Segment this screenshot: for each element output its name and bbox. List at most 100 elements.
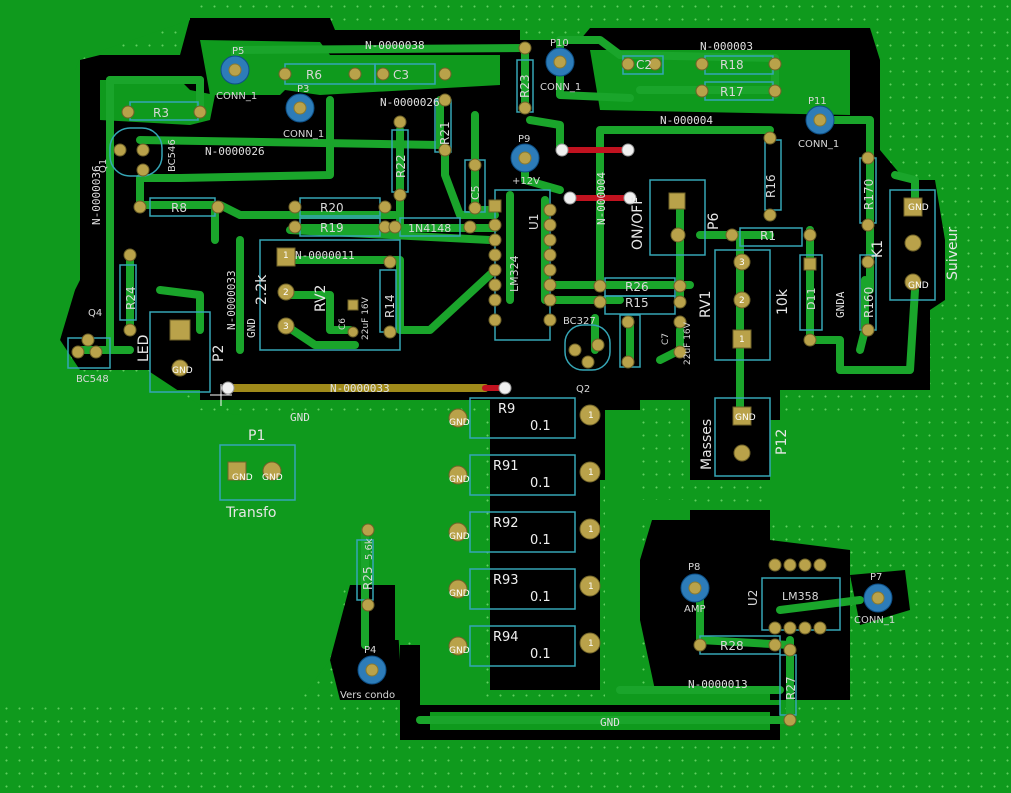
ref-p5-value: CONN_1 — [216, 91, 257, 102]
copper-fills — [0, 0, 900, 730]
ref-p1: P1 — [248, 428, 265, 444]
ref-d11: D11 — [805, 288, 818, 310]
ref-p7-value: CONN_1 — [854, 615, 895, 626]
net-label: N-0000033 — [330, 382, 390, 395]
pad-label: GND — [735, 413, 756, 423]
pad-labels: GND GND GND GND GND GND GND GND GND GND … — [172, 203, 929, 656]
ref-q1: Q1 — [98, 159, 109, 173]
pads — [71, 41, 923, 727]
ref-u1: U1 — [527, 214, 541, 230]
ref-c7-value: 22uF 16V — [683, 321, 693, 365]
net-labels: N-0000038 N-000003 N-0000026 N-0000026 N… — [90, 39, 847, 729]
ref-r26: R26 — [625, 280, 649, 294]
ref-c7: C7 — [661, 333, 671, 345]
pad-label: 1 — [588, 525, 594, 535]
pad-label: 3 — [283, 322, 289, 332]
ref-rv1-value: 10k — [775, 288, 791, 315]
ref-r8: R8 — [171, 201, 187, 215]
pad-label: 1 — [739, 335, 745, 345]
ref-masses: Masses — [699, 419, 715, 470]
pad-label: GND — [449, 418, 470, 428]
ref-p10: P10 — [550, 38, 569, 49]
net-label: N-0000013 — [688, 678, 748, 691]
net-label: N-000004 — [595, 172, 608, 225]
ref-bc548: BC548 — [76, 374, 109, 385]
pad-label: GND — [172, 366, 193, 376]
ref-c3: C3 — [393, 68, 409, 82]
ref-r27: R27 — [784, 676, 798, 700]
pad-label: GND — [908, 203, 929, 213]
ref-r160: R160 — [862, 287, 876, 318]
ref-r170: R170 — [862, 179, 876, 210]
ref-p8-value: AMP — [684, 604, 706, 615]
ref-r6: R6 — [306, 68, 322, 82]
pad-label: 1 — [588, 468, 594, 478]
ref-p4-value: Vers condo — [340, 690, 395, 701]
ref-q4: Q4 — [88, 308, 102, 319]
pad-label: 2 — [739, 296, 745, 306]
ref-p11-value: CONN_1 — [798, 139, 839, 150]
ref-k1: K1 — [870, 240, 886, 258]
ref-r20: R20 — [320, 201, 344, 215]
ref-r17: R17 — [720, 85, 744, 99]
ref-r93-value: 0.1 — [530, 590, 551, 605]
ref-p3-value: CONN_1 — [283, 129, 324, 140]
ref-r91: R91 — [493, 459, 519, 474]
ref-p10-value: CONN_1 — [540, 82, 581, 93]
ref-led: LED — [136, 335, 152, 362]
ref-r9-value: 0.1 — [530, 419, 551, 434]
resistor-bank — [469, 397, 576, 667]
ref-r18: R18 — [720, 58, 744, 72]
net-label: N-0000033 — [225, 270, 238, 330]
ref-r14: R14 — [383, 294, 397, 318]
ref-p9: P9 — [518, 134, 530, 145]
pad-label: 1 — [588, 582, 594, 592]
pad-label: GND — [449, 475, 470, 485]
net-label: GND — [245, 318, 258, 338]
net-label: GND — [290, 411, 310, 424]
pad-label: GND — [908, 281, 929, 291]
ref-r15: R15 — [625, 296, 649, 310]
ref-p5: P5 — [232, 46, 244, 57]
ref-p3: P3 — [297, 84, 309, 95]
ref-rv2: RV2 — [313, 285, 329, 312]
ref-r28: R28 — [720, 639, 744, 653]
net-label: N-000003 — [700, 40, 753, 53]
ref-c2: C2 — [636, 58, 652, 72]
ref-p2: P2 — [211, 345, 227, 362]
pad-label: 3 — [739, 258, 745, 268]
ref-c6-value: 22uF 16V — [361, 296, 371, 340]
pad-label: 1 — [588, 411, 594, 421]
net-label: N-000004 — [660, 114, 713, 127]
ref-c5: C5 — [469, 185, 482, 200]
pad-label: GND — [449, 646, 470, 656]
pad-label: 1 — [283, 251, 289, 261]
net-label: N-0000036 — [90, 165, 103, 225]
ref-p6: P6 — [706, 213, 722, 230]
ref-p8: P8 — [688, 562, 700, 573]
pad-label: 1 — [588, 639, 594, 649]
cursor-crosshair — [210, 384, 232, 406]
ref-r3: R3 — [153, 106, 169, 120]
ref-lm358: LM358 — [782, 590, 819, 603]
ref-rv2-value: 2.2k — [254, 274, 270, 305]
net-label: GNDA — [834, 291, 847, 318]
net-label: N-0000026 — [205, 145, 265, 158]
ref-d-1n4148: 1N4148 — [408, 222, 451, 235]
net-label: N-0000011 — [295, 249, 355, 262]
ref-r1: R1 — [760, 229, 776, 243]
ref-p7: P7 — [870, 572, 882, 583]
ref-lm324: LM324 — [508, 255, 521, 292]
pad-label: GND — [232, 473, 253, 483]
pad-label: 2 — [283, 288, 289, 298]
pad-label: GND — [262, 473, 283, 483]
ref-r16: R16 — [764, 174, 778, 198]
net-label: N-0000026 — [380, 96, 440, 109]
ref-r94: R94 — [493, 630, 519, 645]
ref-transfo: Transfo — [225, 505, 277, 521]
ref-r25-value: 5.6k — [364, 538, 375, 560]
pad-label: GND — [449, 532, 470, 542]
ref-r92: R92 — [493, 516, 519, 531]
ref-p12: P12 — [774, 429, 790, 455]
